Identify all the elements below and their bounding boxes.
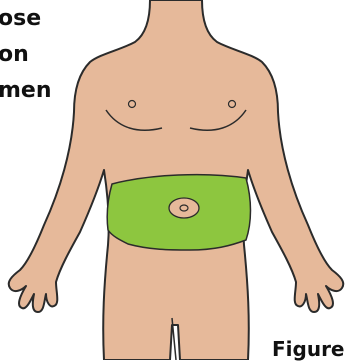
caption-line-2: on — [0, 44, 29, 66]
caption-line-3: men — [0, 80, 52, 102]
caption-line-1: ose — [0, 8, 41, 30]
navel-exclusion-ring — [169, 198, 199, 218]
figure-label: Figure — [272, 338, 345, 360]
